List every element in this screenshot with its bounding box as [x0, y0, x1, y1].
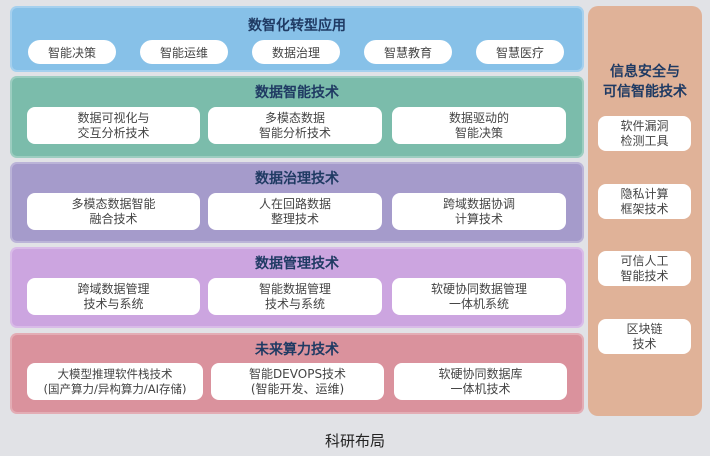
- layer-title: 数据管理技术: [255, 256, 339, 272]
- layer-title: 数据智能技术: [255, 85, 339, 101]
- security-item: 可信人工 智能技术: [598, 251, 691, 286]
- tech-item: 智能数据管理 技术与系统: [208, 278, 382, 315]
- app-item: 智能运维: [140, 40, 228, 64]
- tech-item: 数据可视化与 交互分析技术: [27, 107, 200, 144]
- security-item: 隐私计算 框架技术: [598, 184, 691, 219]
- tech-item: 跨域数据协调 计算技术: [392, 193, 566, 230]
- layer-data-management: 数据管理技术 跨域数据管理 技术与系统 智能数据管理 技术与系统 软硬协同数据管…: [10, 247, 584, 328]
- tech-item: 智能DEVOPS技术 (智能开发、运维): [211, 363, 384, 400]
- layer-data-intelligence: 数据智能技术 数据可视化与 交互分析技术 多模态数据 智能分析技术 数据驱动的 …: [10, 76, 584, 158]
- security-title: 信息安全与 可信智能技术: [603, 64, 687, 100]
- layer-applications: 数智化转型应用 智能决策 智能运维 数据治理 智慧教育 智慧医疗: [10, 6, 584, 72]
- tech-item: 人在回路数据 整理技术: [208, 193, 382, 230]
- security-item: 软件漏洞 检测工具: [598, 116, 691, 151]
- layer-data-governance: 数据治理技术 多模态数据智能 融合技术 人在回路数据 整理技术 跨域数据协调 计…: [10, 162, 584, 243]
- app-item: 智能决策: [28, 40, 116, 64]
- security-panel: 信息安全与 可信智能技术 软件漏洞 检测工具 隐私计算 框架技术 可信人工 智能…: [588, 6, 702, 416]
- layer-title: 未来算力技术: [255, 342, 339, 358]
- tech-item: 软硬协同数据库 一体机技术: [394, 363, 567, 400]
- tech-item: 跨域数据管理 技术与系统: [27, 278, 200, 315]
- diagram-caption: 科研布局: [324, 432, 385, 450]
- tech-item: 大模型推理软件栈技术 (国产算力/异构算力/AI存储): [27, 363, 203, 400]
- tech-item: 多模态数据 智能分析技术: [208, 107, 382, 144]
- tech-item: 多模态数据智能 融合技术: [27, 193, 200, 230]
- app-item: 数据治理: [252, 40, 340, 64]
- app-item: 智慧教育: [364, 40, 452, 64]
- layer-future-computing: 未来算力技术 大模型推理软件栈技术 (国产算力/异构算力/AI存储) 智能DEV…: [10, 333, 584, 414]
- tech-item: 软硬协同数据管理 一体机系统: [392, 278, 566, 315]
- app-item: 智慧医疗: [476, 40, 564, 64]
- security-item: 区块链 技术: [598, 319, 691, 354]
- layer-title: 数据治理技术: [255, 171, 339, 187]
- tech-item: 数据驱动的 智能决策: [392, 107, 566, 144]
- layer-title: 数智化转型应用: [248, 18, 346, 34]
